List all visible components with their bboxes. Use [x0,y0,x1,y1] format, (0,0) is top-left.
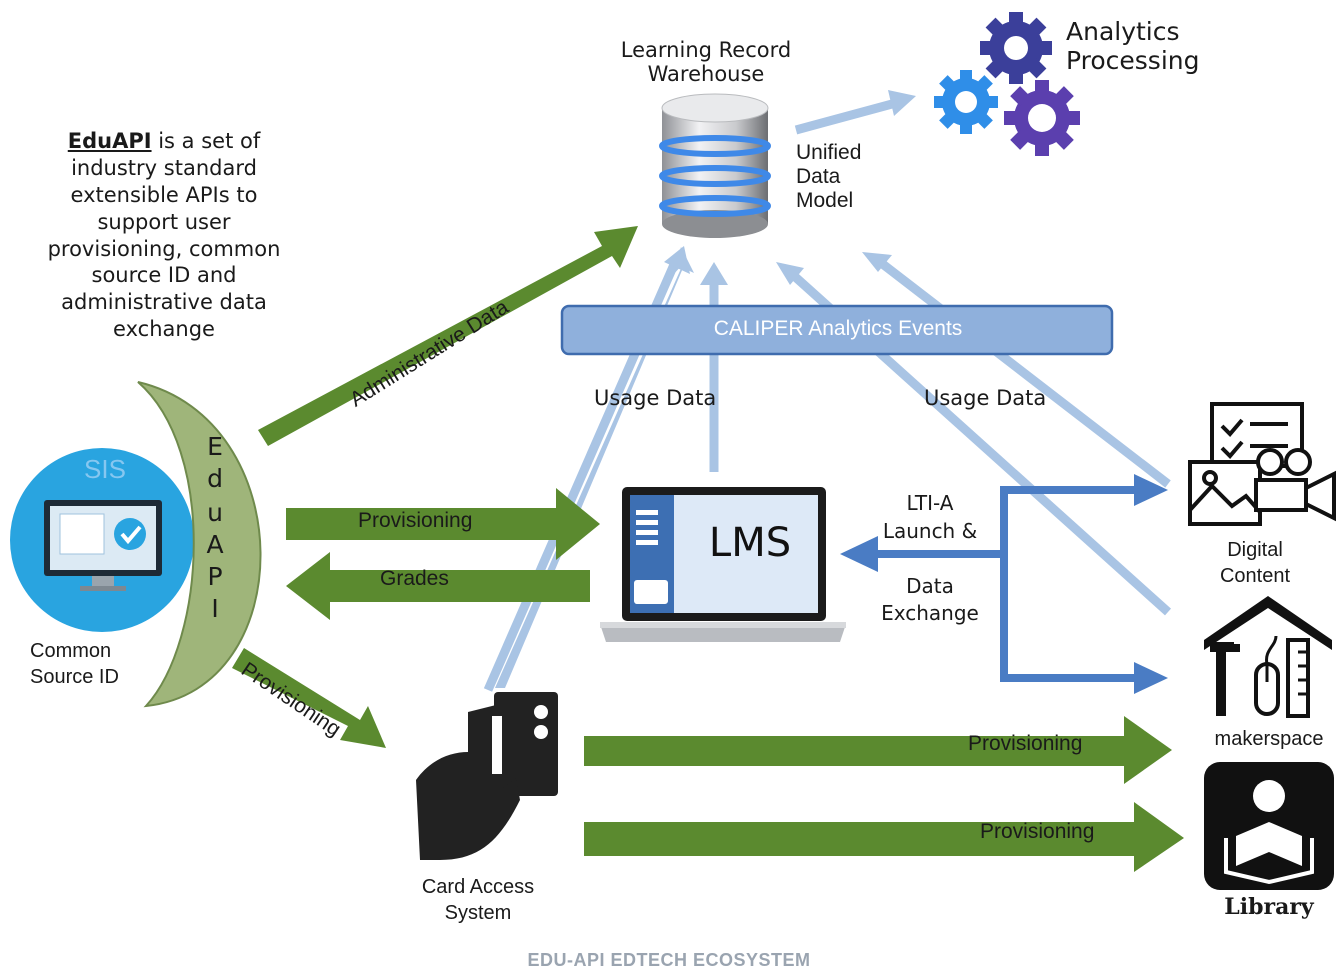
lms-label: LMS [708,520,792,566]
laptop-icon [600,487,846,642]
library-label: Library [1224,894,1314,920]
gear-purple-icon [1004,80,1080,156]
database-icon [659,93,771,238]
eduapi-letter: E [207,432,223,461]
digital-content-label: Digital Content [1219,539,1291,587]
lti-bracket [1000,486,1134,682]
lti-head-makerspace [1134,662,1168,694]
makerspace-icon [1204,596,1332,718]
provisioning-library-label: Provisioning [980,820,1095,843]
provisioning-card-arrow [232,648,386,748]
gear-navy-icon [980,12,1052,84]
sis-icon [10,448,194,632]
usage-data-label-left: Usage Data [594,386,717,410]
provisioning-lms-arrow [286,488,600,560]
eduapi-letter: d [207,464,223,493]
lti-head-digital [1134,474,1168,506]
usage-arrow-digital-head [862,252,892,272]
usage-arrow-card-head [664,246,690,274]
admin-data-arrow [258,226,638,446]
library-icon [1204,762,1334,890]
lti-head-lms [840,536,878,572]
sis-label: SIS [84,454,126,484]
card-access-icon [416,692,558,860]
caliper-bar [560,304,1114,356]
unified-data-model-label: Unified Data Model [796,141,862,213]
learning-record-warehouse-label: Learning Record Warehouse [620,38,792,87]
diagram-caption: EDU-API EDTECH ECOSYSTEM [527,950,811,970]
common-source-id-label: Common Source ID [30,640,119,688]
gears-icon [934,12,1080,156]
grades-label: Grades [380,567,449,590]
usage-data-label-right: Usage Data [924,386,1047,410]
lti-exchange-label: LTI-A Launch & Data Exchange [881,491,979,626]
lti-arrowheads [840,474,1168,694]
lti-arrows [876,486,1134,682]
green-arrows [232,226,1184,872]
provisioning-library-arrow [584,802,1184,872]
eduapi-letter: I [211,594,219,623]
eduapi-description-text: is a set of industry standard extensible… [47,129,281,342]
digital-content-icon [1188,402,1336,526]
usage-arrow-digital-line [877,258,1171,488]
grades-arrow [286,552,590,620]
provisioning-lms-label: Provisioning [358,509,473,532]
eduapi-letter: A [206,530,224,559]
provisioning-makerspace-label: Provisioning [968,732,1083,755]
eduapi-term: EduAPI [67,129,152,153]
warehouse-to-analytics-line [794,99,894,135]
eduapi-letter: P [207,562,223,591]
eduapi-letter: u [207,498,223,527]
usage-arrow-makerspace-head [776,262,804,285]
provisioning-makerspace-arrow [584,716,1172,784]
gear-blue-icon [934,70,998,134]
card-access-system-label: Card Access System [421,876,535,924]
caliper-bar-label: CALIPER Analytics Events [713,317,963,340]
warehouse-to-analytics-head [888,90,916,116]
eduapi-crescent [137,381,262,708]
usage-arrow-lms-head [700,262,728,285]
makerspace-label: makerspace [1214,728,1324,750]
analytics-processing-label: Analytics Processing [1066,17,1200,75]
eduapi-description: EduAPI is a set of industry standard ext… [38,128,290,343]
